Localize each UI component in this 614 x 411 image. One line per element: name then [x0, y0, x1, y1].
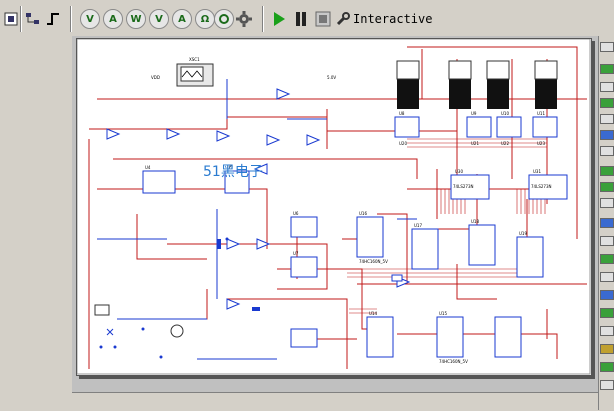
panel-icon[interactable]	[600, 182, 614, 192]
interactive-mode-button[interactable]: Interactive	[336, 9, 432, 29]
panel-icon[interactable]	[600, 166, 614, 176]
horizontal-scrollbar[interactable]	[72, 392, 598, 411]
chip-label: U17	[414, 223, 422, 228]
part-label: 74LS273N	[531, 184, 551, 189]
step-icon[interactable]	[44, 8, 62, 30]
chip-label: U21	[471, 141, 479, 146]
gear-icon[interactable]	[234, 8, 254, 30]
panel-icon[interactable]	[600, 236, 614, 246]
panel-icon[interactable]	[600, 218, 614, 228]
wrench-icon	[336, 12, 350, 26]
toolbar-separator	[70, 6, 72, 32]
pause-simulation-button[interactable]	[292, 8, 310, 30]
run-simulation-button[interactable]	[270, 8, 288, 30]
panel-icon[interactable]	[600, 198, 614, 208]
part-label: 74LS273N	[453, 184, 473, 189]
chip-label: U4	[145, 165, 151, 170]
schematic-canvas[interactable]: XSC1	[77, 39, 591, 375]
toolbar-separator	[20, 6, 22, 32]
panel-icon[interactable]	[600, 272, 614, 282]
panel-icon[interactable]	[600, 254, 614, 264]
stop-simulation-button[interactable]	[314, 8, 332, 30]
instrument-panel	[598, 36, 614, 410]
wattmeter-button[interactable]: W	[126, 9, 146, 29]
panel-icon[interactable]	[600, 344, 614, 354]
panel-icon[interactable]	[600, 130, 614, 140]
panel-icon[interactable]	[600, 114, 614, 124]
power-label: VDD	[151, 75, 160, 80]
chip-label: U8	[399, 111, 405, 116]
panel-icon[interactable]	[600, 290, 614, 300]
voltmeter-dc-button[interactable]: V	[80, 9, 100, 29]
display-modules[interactable]	[396, 60, 558, 109]
passive-components[interactable]	[94, 239, 403, 338]
chip-label: U11	[537, 111, 545, 116]
left-panel	[0, 36, 72, 410]
panel-icon[interactable]	[600, 98, 614, 108]
workspace[interactable]: XSC1	[72, 36, 598, 411]
chip-label: U30	[455, 169, 463, 174]
oscilloscope[interactable]: XSC1	[176, 57, 214, 87]
junction-dots	[99, 237, 229, 359]
chip-label: U20	[399, 141, 407, 146]
panel-icon[interactable]	[600, 362, 614, 372]
ammeter-ac-button[interactable]: A	[172, 9, 192, 29]
logic-gates[interactable]	[106, 88, 411, 310]
panel-icon[interactable]	[600, 146, 614, 156]
component-icon[interactable]	[2, 8, 20, 30]
chip-label: U16	[359, 211, 367, 216]
ohmmeter-button[interactable]: Ω	[195, 9, 215, 29]
chip-label: U14	[369, 311, 377, 316]
interactive-label: Interactive	[353, 12, 433, 26]
power-label: 5.0V	[327, 75, 336, 80]
panel-icon[interactable]	[600, 326, 614, 336]
panel-icon[interactable]	[600, 42, 614, 52]
chip-label: U22	[501, 141, 509, 146]
panel-icon[interactable]	[600, 82, 614, 92]
watermark-text: 51黑电子	[203, 164, 263, 180]
ic-chips[interactable]	[142, 116, 568, 358]
toolbar-separator	[262, 6, 264, 32]
panel-icon[interactable]	[600, 308, 614, 318]
chip-label: U23	[537, 141, 545, 146]
part-label: 74HC160N_5V	[439, 359, 468, 364]
schematic-sheet[interactable]: XSC1	[76, 38, 592, 376]
hierarchy-icon[interactable]	[24, 8, 42, 30]
part-label: 74HC160N_5V	[359, 259, 388, 264]
chip-label: U31	[533, 169, 541, 174]
ammeter-dc-button[interactable]: A	[103, 9, 123, 29]
voltmeter-ac-button[interactable]: V	[149, 9, 169, 29]
chip-label: U6	[293, 211, 299, 216]
osc-label: XSC1	[189, 57, 200, 62]
chip-label: U7	[293, 251, 299, 256]
panel-icon[interactable]	[600, 64, 614, 74]
signal-wires	[97, 79, 417, 360]
chip-label: U15	[439, 311, 447, 316]
toolbar: V A W V A Ω Interactive	[0, 0, 614, 37]
chip-label: U5	[227, 165, 233, 170]
chip-label: U9	[471, 111, 477, 116]
panel-icon[interactable]	[600, 380, 614, 390]
probe-icon[interactable]	[214, 9, 234, 29]
chip-label: U18	[471, 219, 479, 224]
chip-label: U19	[519, 231, 527, 236]
chip-label: U10	[501, 111, 509, 116]
